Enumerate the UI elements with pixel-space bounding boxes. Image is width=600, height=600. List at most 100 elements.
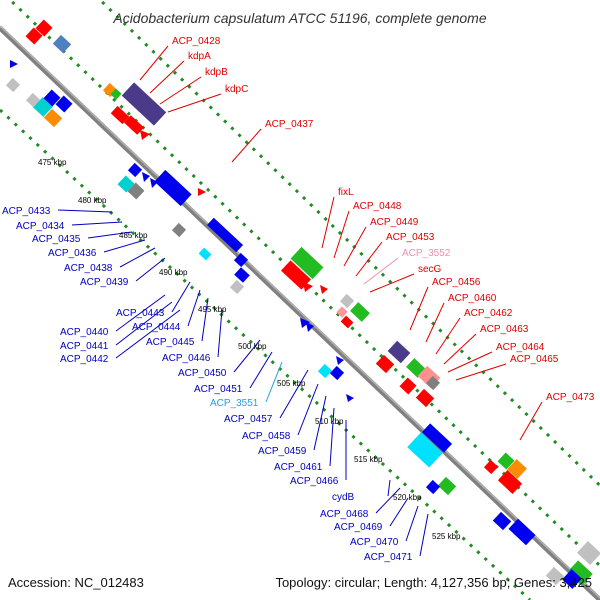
gene-label[interactable]: ACP_0459	[258, 446, 307, 457]
gene-label[interactable]: ACP_0468	[320, 509, 369, 520]
leader-line	[87, 231, 133, 239]
gene-block	[425, 375, 441, 391]
gene-label[interactable]: ACP_0465	[510, 354, 559, 365]
outer-dotted-track-right	[97, 0, 600, 488]
leader-line	[389, 497, 409, 527]
gene-label[interactable]: ACP_0448	[353, 201, 402, 212]
gene-block	[25, 27, 43, 45]
gene-label[interactable]: ACP_0438	[64, 263, 113, 274]
gene-label[interactable]: ACP_0451	[194, 384, 243, 395]
gene-label[interactable]: ACP_0445	[146, 337, 195, 348]
gene-block	[229, 279, 245, 295]
gene-label[interactable]: ACP_0450	[178, 368, 227, 379]
gene-label[interactable]: ACP_0466	[290, 476, 339, 487]
gene-label[interactable]: ACP_0471	[364, 552, 413, 563]
gene-label[interactable]: ACP_0440	[60, 327, 109, 338]
leader-line	[369, 273, 415, 293]
leader-line	[159, 76, 202, 105]
gene-arrow	[140, 130, 150, 140]
gene-block	[55, 95, 73, 113]
gene-block	[483, 459, 499, 475]
gene-block	[171, 222, 187, 238]
gene-arrow	[10, 60, 18, 68]
gene-label[interactable]: ACP_0473	[546, 392, 595, 403]
gene-label[interactable]: ACP_0462	[464, 308, 513, 319]
leader-line	[447, 351, 493, 373]
forward-genes	[35, 19, 600, 586]
leader-line	[233, 339, 261, 373]
gene-block	[35, 19, 53, 37]
leader-line	[313, 395, 327, 451]
gene-arrow	[300, 318, 310, 328]
outer-dotted-track	[8, 0, 600, 568]
gene-label[interactable]: kdpC	[225, 84, 248, 95]
inner-dotted-track	[0, 108, 532, 600]
gene-label[interactable]: kdpB	[205, 67, 228, 78]
gene-label[interactable]: ACP_0435	[32, 234, 81, 245]
gene-label[interactable]: ACP_0457	[224, 414, 273, 425]
gene-block	[421, 423, 453, 453]
leader-line	[329, 407, 335, 467]
gene-arrow	[306, 322, 314, 332]
gene-label[interactable]: ACP_0470	[350, 537, 399, 548]
leader-line	[419, 513, 429, 557]
leader-line	[103, 239, 146, 253]
gene-arrow	[150, 178, 158, 188]
gene-label[interactable]: ACP_0441	[60, 341, 109, 352]
gene-block	[206, 217, 244, 253]
leader-line	[363, 257, 399, 285]
gene-label[interactable]: ACP_0461	[274, 462, 323, 473]
gene-block	[567, 560, 593, 586]
leader-line	[405, 505, 419, 542]
leader-line	[455, 363, 507, 381]
gene-block	[110, 88, 122, 100]
leader-line	[435, 317, 461, 355]
accession-text: Accession: NC_012483	[8, 575, 144, 590]
gene-label[interactable]: ACP_0469	[334, 522, 383, 533]
leader-line	[425, 302, 445, 343]
gene-block	[198, 247, 212, 261]
gene-label[interactable]: cydB	[332, 492, 355, 503]
gene-block	[290, 246, 324, 280]
genome-backbone-highlight	[0, 25, 600, 599]
kbp-label: 475 kbp	[38, 158, 67, 167]
gene-label[interactable]: ACP_0456	[432, 277, 481, 288]
gene-block	[407, 432, 443, 468]
gene-label[interactable]: ACP_0464	[496, 342, 545, 353]
gene-label[interactable]: ACP_3551	[210, 398, 259, 409]
leader-line	[171, 281, 191, 313]
gene-label[interactable]: ACP_0458	[242, 431, 291, 442]
leader-line	[409, 286, 429, 331]
gene-label[interactable]: ACP_0434	[16, 221, 65, 232]
gene-block	[117, 175, 135, 193]
gene-label[interactable]: fixL	[338, 187, 354, 198]
kbp-label: 490 kbp	[159, 268, 188, 277]
gene-label[interactable]: ACP_0442	[60, 354, 109, 365]
gene-label[interactable]: ACP_0446	[162, 353, 211, 364]
gene-label[interactable]: ACP_0453	[386, 232, 435, 243]
gene-label[interactable]: secG	[418, 264, 442, 275]
leader-line	[149, 60, 185, 94]
gene-block	[127, 162, 143, 178]
gene-label[interactable]: ACP_0439	[80, 277, 129, 288]
gene-label[interactable]: ACP_0433	[2, 206, 51, 217]
leader-line	[231, 128, 262, 163]
gene-label[interactable]: kdpA	[188, 51, 211, 62]
gene-block	[52, 34, 72, 54]
gene-label[interactable]: ACP_0428	[172, 36, 221, 47]
kbp-label: 505 kbp	[277, 379, 306, 388]
leader-line	[217, 309, 223, 358]
gene-label[interactable]: ACP_3552	[402, 248, 451, 259]
gene-block	[350, 302, 370, 322]
gene-label[interactable]: ACP_0436	[48, 248, 97, 259]
gene-label[interactable]: ACP_0463	[480, 324, 529, 335]
gene-block	[233, 252, 249, 268]
gene-label[interactable]: ACP_0460	[448, 293, 497, 304]
leader-line	[343, 226, 367, 267]
gene-label[interactable]: ACP_0449	[370, 217, 419, 228]
leader-line	[321, 196, 335, 249]
gene-arrow	[198, 188, 206, 196]
leader-line	[201, 297, 209, 342]
gene-label[interactable]: ACP_0437	[265, 119, 314, 130]
